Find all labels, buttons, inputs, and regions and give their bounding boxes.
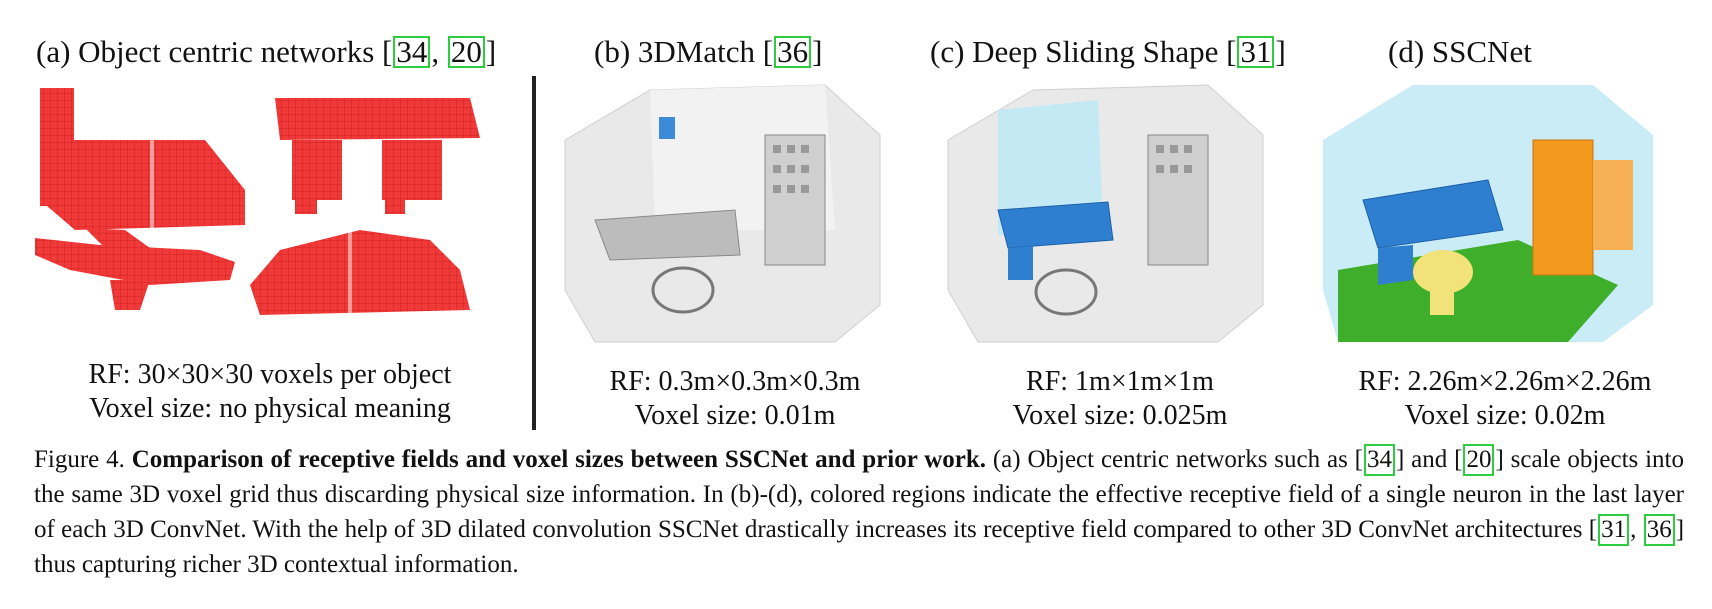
panel-a-rf: RF: 30×30×30 voxels per object Voxel siz…	[88, 359, 452, 424]
receptive-field-region	[998, 100, 1103, 235]
panel-d-scene	[1323, 85, 1653, 342]
panel-b-rf: RF: 0.3m×0.3m×0.3m Voxel size: 0.01m	[609, 366, 861, 431]
voxel-car	[250, 230, 470, 315]
panel-b-title: (b) 3DMatch [36]	[594, 34, 823, 69]
panel-a-title: (a) Object centric networks [34, 20]	[36, 34, 497, 69]
panel-d-title: (d) SSCNet	[1388, 34, 1532, 69]
citation-link[interactable]: 20	[1463, 444, 1495, 476]
figure-caption: Figure 4. Comparison of receptive fields…	[34, 444, 1685, 578]
panel-d-rf: RF: 2.26m×2.26m×2.26m Voxel size: 0.02m	[1358, 366, 1652, 431]
citation-link[interactable]: 20	[447, 36, 485, 68]
panel-c-scene	[947, 84, 1264, 343]
citation-link[interactable]: 36	[774, 36, 812, 68]
voxel-airplane	[35, 228, 235, 310]
citation-link[interactable]: 31	[1237, 36, 1275, 68]
voxel-desk	[275, 98, 480, 214]
citation-link[interactable]: 36	[1643, 514, 1675, 546]
voxel-bed	[40, 88, 245, 230]
panel-c-title: (c) Deep Sliding Shape [31]	[930, 34, 1286, 69]
receptive-field-region	[659, 117, 675, 139]
citation-link[interactable]: 34	[393, 36, 431, 68]
panel-divider	[532, 76, 536, 430]
panel-c-rf: RF: 1m×1m×1m Voxel size: 0.025m	[1012, 366, 1228, 431]
panel-b-scene	[564, 84, 881, 343]
citation-link[interactable]: 34	[1363, 444, 1395, 476]
panel-a-voxel-objects	[35, 88, 480, 315]
citation-link[interactable]: 31	[1598, 514, 1630, 546]
